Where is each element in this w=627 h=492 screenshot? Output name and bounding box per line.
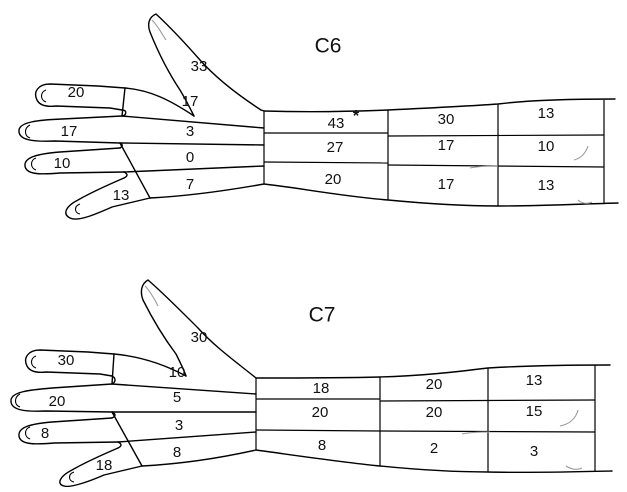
- c7-palm-value-3: 3: [175, 417, 183, 434]
- c6-wrist-asterisk: *: [353, 108, 360, 125]
- c6-palm-value-1: 17: [182, 93, 199, 110]
- c7-ring-finger-value: 8: [41, 425, 49, 442]
- c6-wrist-value-1: 43: [328, 115, 345, 132]
- c6-forearm-prox-value-1: 13: [538, 105, 555, 122]
- c6-sketch-marks: [152, 20, 592, 203]
- c7-middle-finger-value: 20: [49, 393, 66, 410]
- c6-diagram: C6 33 20 17 10 13 17 3 0 7 43 * 27 20 30…: [19, 14, 618, 219]
- c6-palm-value-2: 3: [186, 123, 194, 140]
- c7-wrist-value-1: 18: [313, 380, 330, 397]
- c7-title: C7: [309, 304, 336, 327]
- c6-middle-finger-value: 17: [61, 123, 78, 140]
- c6-palm-value-4: 7: [186, 176, 194, 193]
- c7-forearm-prox-value-1: 13: [526, 372, 543, 389]
- c6-title: C6: [315, 35, 342, 58]
- c7-palm-value-2: 5: [173, 389, 181, 406]
- c6-little-finger-value: 13: [113, 187, 130, 204]
- c6-forearm-mid-value-2: 17: [438, 137, 455, 154]
- c6-hand-outline: [19, 14, 264, 219]
- c7-forearm-prox-value-3: 3: [530, 443, 538, 460]
- c6-wrist-value-3: 20: [325, 171, 342, 188]
- c7-nails: [16, 356, 75, 482]
- c7-thumb-value: 30: [191, 329, 208, 346]
- c6-forearm-prox-value-2: 10: [538, 138, 555, 155]
- c6-palm-value-3: 0: [186, 149, 194, 166]
- c7-forearm-mid-value-1: 20: [426, 376, 443, 393]
- c6-wrist-value-2: 27: [327, 139, 344, 156]
- c7-little-finger-value: 18: [96, 457, 113, 474]
- c6-forearm-mid-value-3: 17: [438, 176, 455, 193]
- c6-thumb-value: 33: [191, 58, 208, 75]
- c7-palm-value-1: 10: [169, 364, 186, 381]
- c7-hand-outline: [11, 280, 256, 486]
- c6-ring-finger-value: 10: [54, 155, 71, 172]
- c7-forearm-mid-value-3: 2: [430, 440, 438, 457]
- c7-forearm-mid-value-2: 20: [426, 404, 443, 421]
- c7-forearm-prox-value-2: 15: [526, 403, 543, 420]
- c6-index-finger-value: 20: [68, 84, 85, 101]
- c6-forearm-mid-value-1: 30: [438, 111, 455, 128]
- c7-wrist-value-2: 20: [312, 404, 329, 421]
- c7-diagram: C7 30 30 20 8 18 10 5 3 8 18 20 8 20 20 …: [11, 280, 612, 486]
- c7-index-finger-value: 30: [58, 352, 75, 369]
- c6-forearm-prox-value-3: 13: [538, 177, 555, 194]
- c7-palm-value-4: 8: [173, 444, 181, 461]
- c7-wrist-value-3: 8: [318, 437, 326, 454]
